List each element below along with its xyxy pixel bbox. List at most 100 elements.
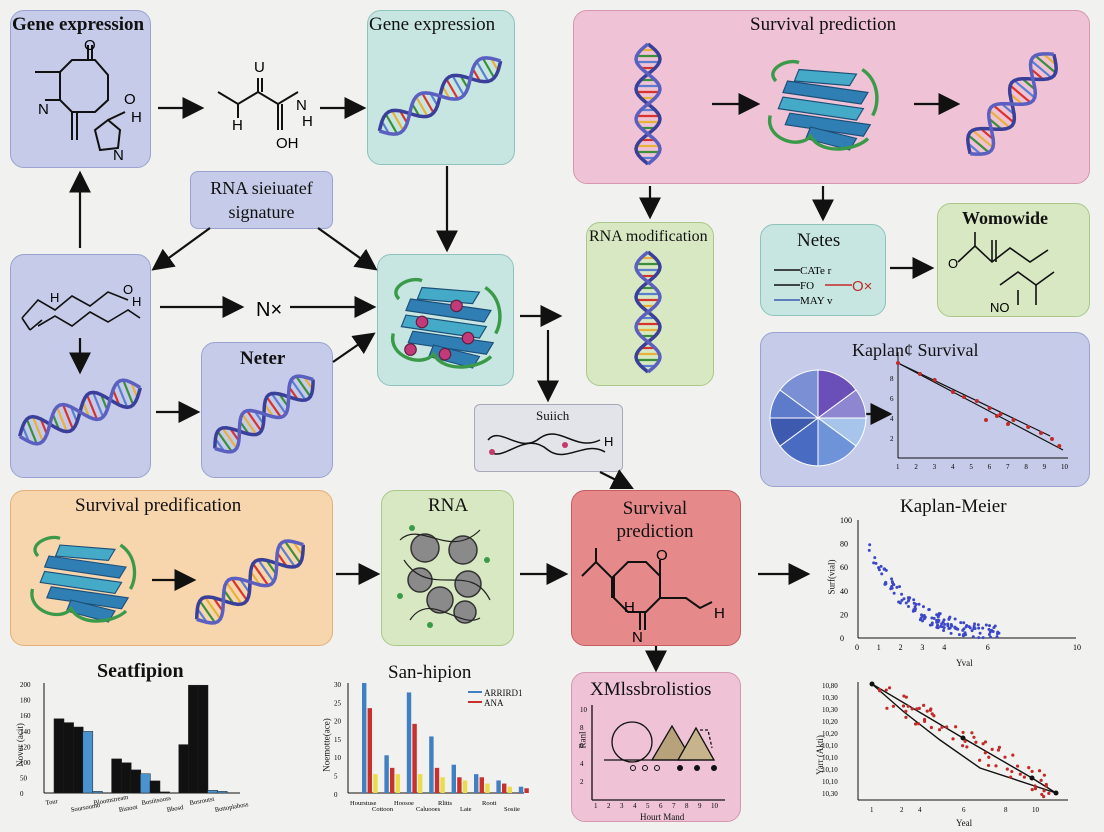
br-y-tick: 10,10 bbox=[822, 742, 838, 750]
arrow-sig-to-left bbox=[151, 227, 211, 271]
km-point bbox=[927, 608, 931, 612]
san-bar bbox=[502, 783, 507, 793]
br-point bbox=[978, 758, 982, 762]
km-point bbox=[867, 548, 871, 552]
br-y-tick: 10,30 bbox=[822, 694, 838, 702]
br-marker bbox=[869, 681, 875, 687]
km-point bbox=[936, 615, 940, 619]
br-point bbox=[961, 730, 965, 735]
seat-bar bbox=[140, 773, 151, 794]
chem-ring bbox=[21, 291, 141, 331]
km-point bbox=[884, 582, 888, 586]
km-point bbox=[930, 621, 934, 625]
survival-prediction-top-title: Survival prediction bbox=[750, 14, 897, 35]
km-point bbox=[988, 630, 992, 634]
br-point bbox=[901, 704, 906, 708]
br-point bbox=[910, 707, 914, 711]
ks-point bbox=[1006, 422, 1010, 426]
neter-title: Neter bbox=[240, 348, 286, 369]
dna-left-middle bbox=[18, 378, 142, 446]
ring-h2: H bbox=[132, 294, 141, 309]
ks-point bbox=[932, 378, 937, 382]
netes-legend-3: MAY v bbox=[800, 295, 833, 307]
km-x-tick: 6 bbox=[986, 643, 990, 652]
km-point bbox=[989, 635, 993, 639]
chem-n: N bbox=[38, 101, 49, 118]
womowide-box bbox=[937, 203, 1090, 317]
neter-box bbox=[201, 342, 333, 478]
br-point bbox=[954, 725, 958, 729]
surv-n: N bbox=[632, 629, 643, 646]
suiich-box bbox=[474, 404, 623, 472]
br-point bbox=[1027, 766, 1031, 770]
br-point bbox=[916, 722, 921, 726]
san-bar bbox=[507, 786, 512, 793]
br-point bbox=[940, 725, 944, 729]
br-line-a bbox=[871, 683, 1057, 794]
km-point bbox=[964, 633, 968, 637]
ks-point bbox=[1057, 444, 1062, 448]
seat-bar bbox=[92, 791, 103, 794]
km-point bbox=[877, 568, 881, 572]
ks-point bbox=[918, 372, 922, 376]
br-ylabel: Yarr (Akti) bbox=[814, 735, 825, 775]
suiich-title: Suiich bbox=[536, 408, 570, 423]
km-point bbox=[906, 604, 910, 608]
br-point bbox=[983, 751, 987, 755]
br-y-tick: 10,10 bbox=[822, 766, 838, 774]
san-x-tick: Roott bbox=[482, 800, 497, 807]
km-point bbox=[928, 623, 932, 627]
br-point bbox=[1033, 784, 1037, 788]
xml-x-tick: 8 bbox=[685, 802, 689, 810]
ks-x-tick: 4 bbox=[951, 463, 955, 471]
br-point bbox=[965, 745, 969, 749]
seat-bar bbox=[207, 790, 218, 794]
km-point bbox=[891, 582, 895, 586]
br-point bbox=[922, 719, 927, 724]
san-bar bbox=[367, 708, 372, 793]
xml-y-tick: 6 bbox=[580, 742, 584, 750]
san-bar bbox=[362, 683, 367, 793]
km-point bbox=[912, 598, 916, 602]
seat-y-tick: 50 bbox=[20, 775, 28, 783]
xml-ylabel: Ranl bbox=[577, 731, 588, 749]
km-y-tick: 0 bbox=[840, 634, 844, 643]
san-bar bbox=[406, 692, 412, 793]
km-point bbox=[965, 624, 969, 628]
km-x-tick: 2 bbox=[899, 643, 903, 652]
pie-slice-8 bbox=[779, 369, 819, 419]
rna-strands bbox=[399, 529, 491, 621]
br-point bbox=[994, 764, 998, 768]
br-x-tick: 10 bbox=[1032, 806, 1040, 814]
san-bar bbox=[485, 783, 490, 793]
br-point bbox=[1042, 789, 1046, 793]
san-legend-1: ARRIRD1 bbox=[484, 688, 523, 698]
km-point bbox=[935, 620, 939, 624]
seat-y-tick: 180 bbox=[20, 697, 31, 705]
ks-x-tick: 2 bbox=[914, 463, 918, 471]
seat-bar bbox=[63, 722, 74, 794]
ks-point bbox=[1011, 418, 1016, 422]
km-point bbox=[996, 630, 1000, 634]
san-bar bbox=[390, 767, 395, 793]
seat-bar bbox=[130, 769, 142, 794]
km-point bbox=[930, 616, 934, 620]
br-point bbox=[986, 763, 991, 768]
rna-dots bbox=[397, 525, 490, 628]
km-point bbox=[949, 631, 953, 635]
br-point bbox=[902, 694, 906, 698]
km-point bbox=[900, 598, 904, 602]
netes-legend-1: CATe r bbox=[800, 265, 832, 277]
seat-x-tick: Bottoplaboss bbox=[214, 801, 249, 814]
san-bar bbox=[373, 774, 378, 793]
br-point bbox=[1018, 772, 1022, 776]
dna-survival-top-right bbox=[966, 52, 1058, 156]
km-point bbox=[890, 586, 894, 590]
ring-h: H bbox=[50, 290, 59, 305]
netes-title: Netes bbox=[797, 230, 841, 251]
san-y-tick: 0 bbox=[334, 791, 338, 799]
rna-signature-box bbox=[190, 171, 333, 229]
seat-y-tick: 160 bbox=[20, 712, 31, 720]
km-point bbox=[956, 627, 960, 631]
seat-bar bbox=[82, 731, 94, 794]
